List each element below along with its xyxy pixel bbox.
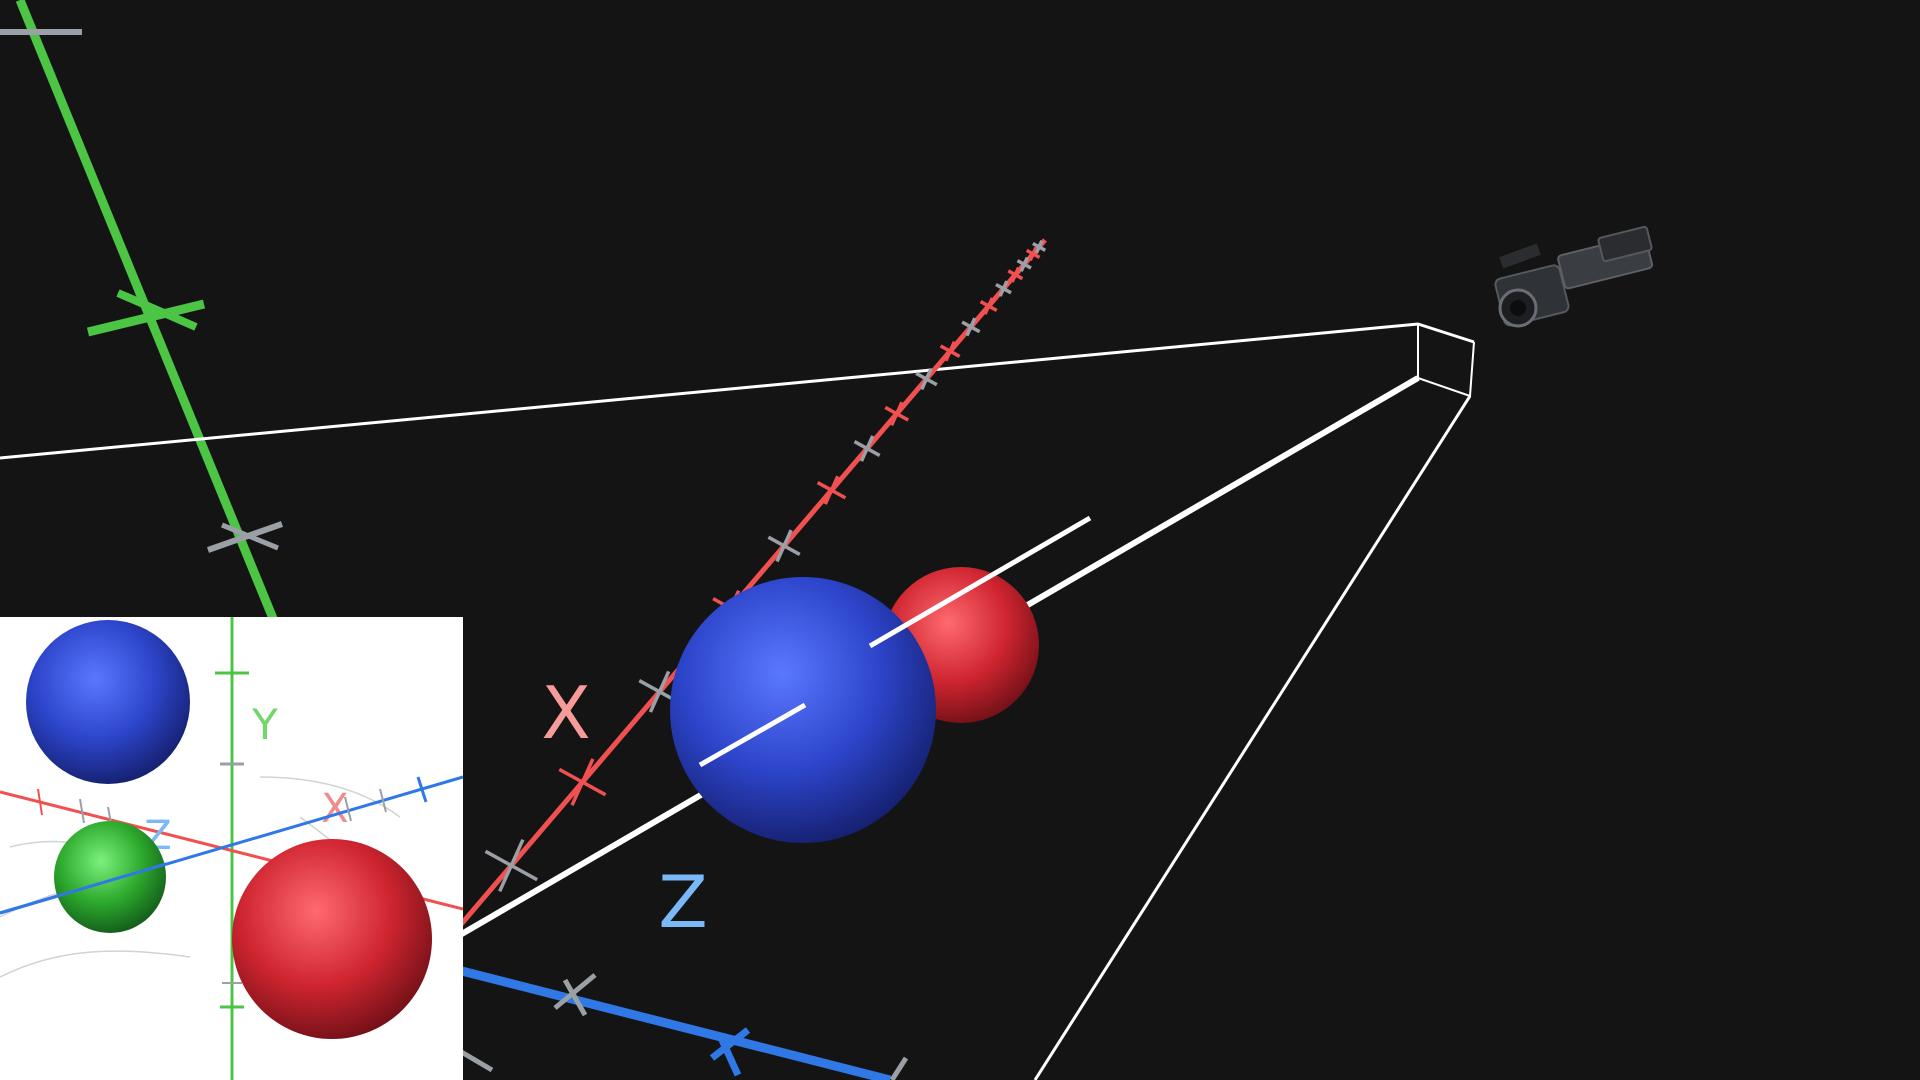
axis-tick xyxy=(553,973,597,1010)
axis-tick xyxy=(1019,256,1029,272)
axis-tick xyxy=(889,401,904,426)
x-axis-label: X xyxy=(541,671,590,755)
axis-tick xyxy=(709,1027,751,1061)
axis-tick xyxy=(965,317,977,337)
inset-x-label: X xyxy=(321,786,348,832)
axis-tick xyxy=(116,289,198,331)
axis-tick xyxy=(570,758,595,806)
inset-z-axis-front xyxy=(0,862,167,915)
axis-tick xyxy=(1034,240,1044,254)
axis-tick xyxy=(983,297,994,315)
z-axis xyxy=(448,963,909,1080)
frustum-edge xyxy=(868,515,1092,649)
camera-model-icon[interactable] xyxy=(1494,225,1654,328)
x-axis xyxy=(450,238,1047,937)
inset-y-label: Y xyxy=(251,700,278,749)
inset-red-sphere xyxy=(232,839,432,1039)
axis-tick xyxy=(86,299,206,337)
axis-tick xyxy=(498,838,525,893)
axis-tick xyxy=(775,529,793,563)
axis-tick xyxy=(944,340,956,362)
inset-blue-sphere xyxy=(26,620,190,784)
z-axis-label: Z xyxy=(658,860,707,944)
axis-tick xyxy=(562,978,588,1017)
x-axis-ticks xyxy=(484,240,1047,893)
axis-tick xyxy=(920,367,933,391)
blue-sphere[interactable] xyxy=(670,577,936,843)
axis-tick xyxy=(1010,266,1021,283)
axis-tick xyxy=(648,670,671,713)
axis-tick xyxy=(718,1038,742,1077)
axis-tick xyxy=(1028,246,1038,262)
axis-tick xyxy=(221,522,279,551)
axis-tick xyxy=(998,280,1009,297)
axis-tick xyxy=(456,1047,494,1073)
inset-camera-view: Y X Z xyxy=(0,617,463,1080)
frustum-edge xyxy=(698,702,807,768)
inset-green-sphere xyxy=(54,821,166,933)
inset-y-axis xyxy=(215,617,249,1080)
axis-tick xyxy=(823,475,840,505)
axis-tick xyxy=(889,1056,909,1080)
y-axis xyxy=(0,0,295,662)
axis-tick xyxy=(859,435,875,462)
